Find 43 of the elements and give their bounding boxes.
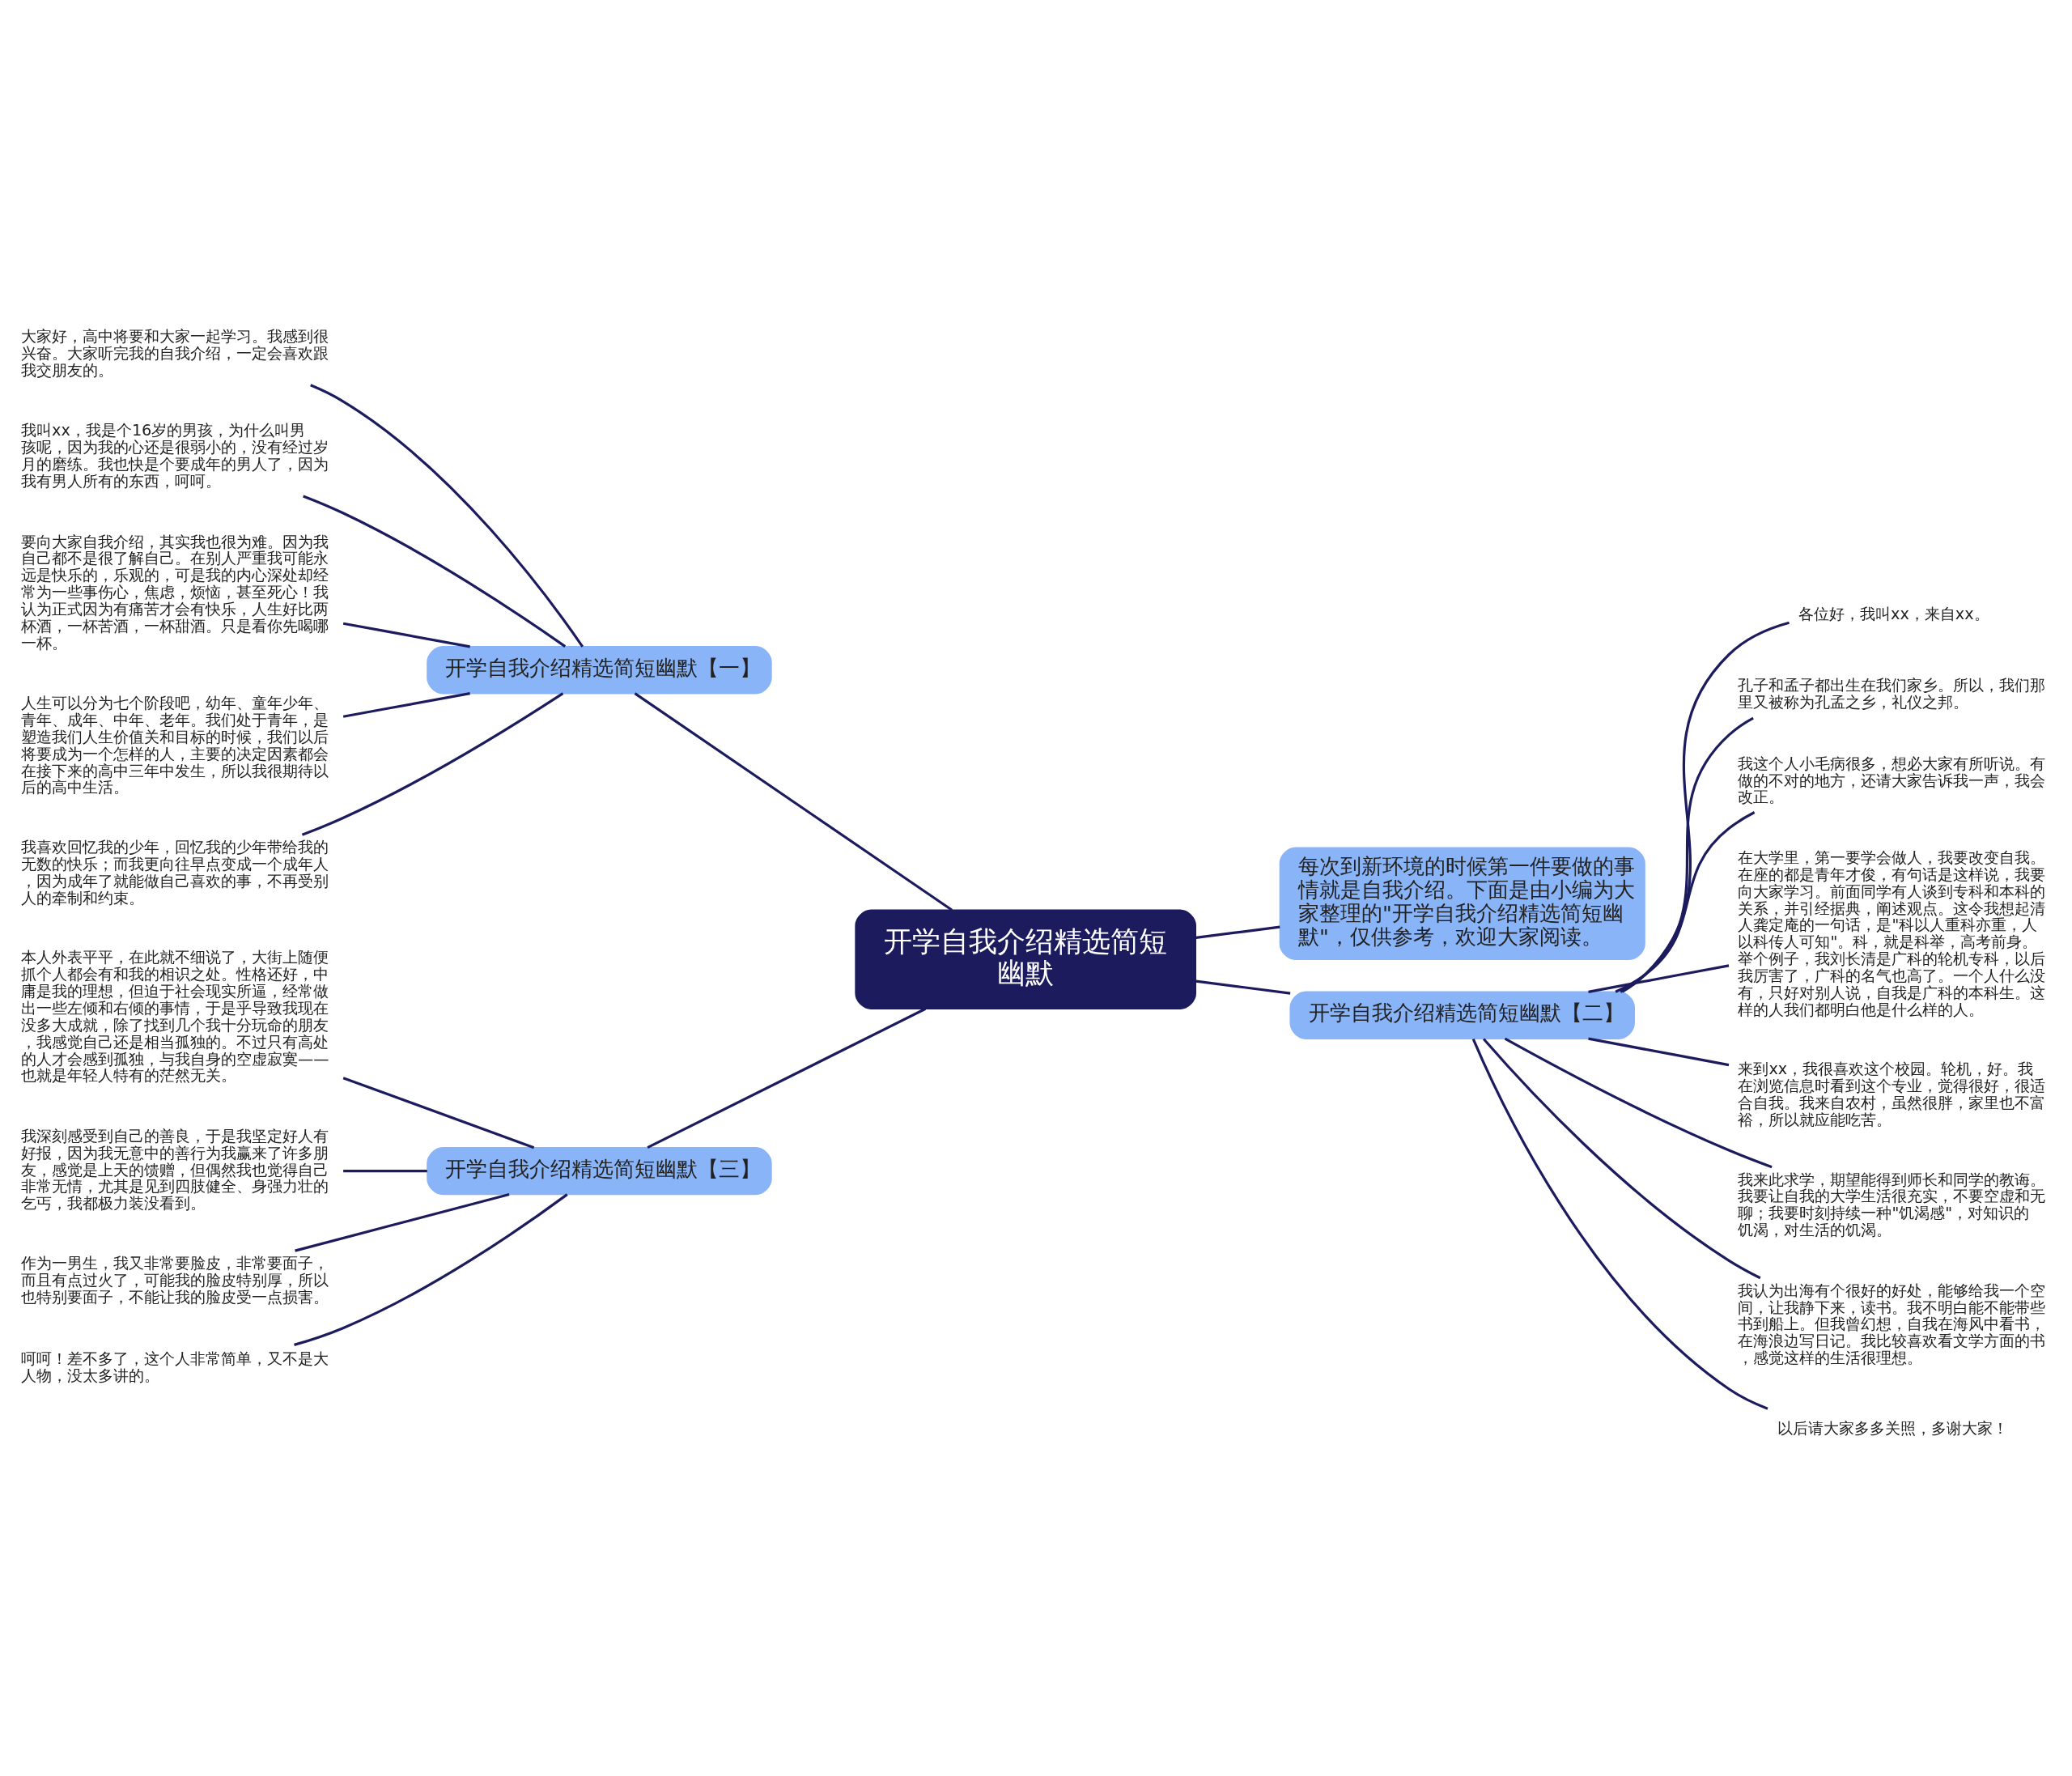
node-text: 在大学里，第一要学会做人，我要改变自我。在座的都是青年才俊，有句话是这样说，我要向大家学习。前面同学有人谈到专科和本科的关系，并引经据典，阐述观点。这令我想起清人龚定庵的一句话，是"科以人重科亦重，人以科传人可知"。科，就是科举，高考前身。举个例子，我刘长清是广科的轮机专科，以后我厉害了，广科的名气也高了。一个人什么没有，只好对别人说，自我是广科的本科生。这样的人我们都明白他是什么样的人。 bbox=[1738, 848, 2046, 1019]
node-text: 我深刻感受到自己的善良，于是我坚定好人有好报，因为我无意中的善行为我赢来了许多朋友，感觉是上天的馈赠，但偶然我也觉得自己非常无情，尤其是见到四肢健全、身强力壮的乞丐，我都极力装没看到。 bbox=[21, 1126, 329, 1213]
connector bbox=[303, 494, 567, 648]
connector bbox=[1504, 1037, 1773, 1168]
node-box: 开学自我介绍精选简短幽默 bbox=[855, 909, 1196, 1009]
connector bbox=[295, 1192, 510, 1252]
node-text: 要向大家自我介绍，其实我也很为难。因为我自己都不是很了解自己。在别人严重我可能永远是快乐的，乐观的，可是我的内心深处却经常为一些事伤心，焦虑，烦恼，甚至死心！我认为正式因为有痛苦才会有快乐，人生好比两杯酒，一杯苦酒，一杯甜酒。只是看你先喝哪一杯。 bbox=[21, 532, 329, 652]
node-text: 我喜欢回忆我的少年，回忆我的少年带给我的无数的快乐；而我更向往早点变成一个成年人，因为成年了就能做自己喜欢的事，不再受别人的牵制和约束。 bbox=[21, 837, 329, 907]
node-text: 本人外表平平，在此就不细说了，大街上随便抓个人都会有和我的相识之处。性格还好，中庸是我的理想，但迫于社会现实所逼，经常做出一些左倾和右倾的事情，于是乎导致我现在没多大成就，除了找到几个我十分玩命的朋友，我感觉自己还是相当孤独的。不过只有高处的人才会感到孤独，与我自身的空虚寂寞——也就是年轻人特有的茫然无关。 bbox=[21, 947, 329, 1085]
connector bbox=[342, 691, 470, 718]
connector bbox=[1471, 1038, 1768, 1410]
connector bbox=[294, 1192, 568, 1346]
connector bbox=[1588, 1037, 1730, 1066]
node-text: 我这个人小毛病很多，想必大家有所听说。有做的不对的地方，还请大家告诉我一声，我会改正。 bbox=[1738, 754, 2046, 806]
connector bbox=[1195, 925, 1280, 939]
node-box: 开学自我介绍精选简短幽默【二】 bbox=[1289, 991, 1635, 1039]
connector bbox=[1621, 621, 1790, 993]
node-box: 开学自我介绍精选简短幽默【一】 bbox=[427, 645, 772, 694]
connector bbox=[342, 622, 470, 648]
connector bbox=[343, 1169, 427, 1172]
node-text: 人生可以分为七个阶段吧，幼年、童年少年、青年、成年、中年、老年。我们处于青年，是塑造我们人生价值关和目标的时候，我们以后将要成为一个怎样的人，主要的决定因素都会在接下来的高中三年中发生，所以我很期待以后的高中生活。 bbox=[21, 693, 329, 797]
connector bbox=[1620, 716, 1754, 993]
node-text: 各位好，我叫xx，来自xx。 bbox=[1798, 604, 1989, 623]
connector bbox=[1195, 979, 1291, 995]
connector bbox=[1482, 1037, 1761, 1279]
node-text: 我认为出海有个很好的好处，能够给我一个空间，让我静下来，读书。我不明白能不能带些书到船上。但我曾幻想，自我在海风中看书，在海浪边写日记。我比较喜欢看文学方面的书，感觉这样的生活很理想。 bbox=[1738, 1281, 2046, 1367]
node-box: 每次到新环境的时候第一件要做的事情就是自我介绍。下面是由小编为大家整理的"开学自我介绍精选简短幽默"，仅供参考，欢迎大家阅读。 bbox=[1279, 847, 1645, 960]
connector bbox=[310, 383, 584, 648]
node-text: 作为一男生，我又非常要脸皮，非常要面子，而且有点过火了，可能我的脸皮特别厚，所以也特别要面子，不能让我的脸皮受一点损害。 bbox=[21, 1253, 329, 1307]
node-text: 我叫xx，我是个16岁的男孩，为什么叫男孩呢，因为我的心还是很弱小的，没有经过岁月的磨练。我也快是个要成年的男人了，因为我有男人所有的东西，呵呵。 bbox=[21, 420, 329, 491]
node-text: 呵呵！差不多了，这个人非常简单，又不是大人物，没太多讲的。 bbox=[21, 1349, 329, 1385]
connector bbox=[647, 1007, 927, 1149]
node-text: 以后请大家多多关照，多谢大家！ bbox=[1777, 1418, 2008, 1438]
node-text: 孔子和孟子都出生在我们家乡。所以，我们那里又被称为孔孟之乡，礼仪之邦。 bbox=[1738, 675, 2046, 712]
node-text: 我来此求学，期望能得到师长和同学的教诲。我要让自我的大学生活很充实，不要空虚和无聊；我要时刻持续一种"饥渴感"，对知识的饥渴，对生活的饥渴。 bbox=[1738, 1170, 2046, 1239]
connector bbox=[342, 1076, 535, 1149]
node-text: 大家好，高中将要和大家一起学习。我感到很兴奋。大家听完我的自我介绍，一定会喜欢跟我交朋友的。 bbox=[21, 326, 329, 380]
connector bbox=[301, 691, 564, 836]
connector bbox=[1588, 963, 1730, 993]
connector bbox=[634, 691, 953, 911]
node-text: 来到xx，我很喜欢这个校园。轮机，好。我在浏览信息时看到这个专业，觉得很好，很适合自我。我来自农村，虽然很胖，家里也不富裕，所以就应能吃苦。 bbox=[1738, 1059, 2046, 1129]
node-box: 开学自我介绍精选简短幽默【三】 bbox=[427, 1146, 772, 1195]
connector bbox=[1615, 810, 1756, 993]
